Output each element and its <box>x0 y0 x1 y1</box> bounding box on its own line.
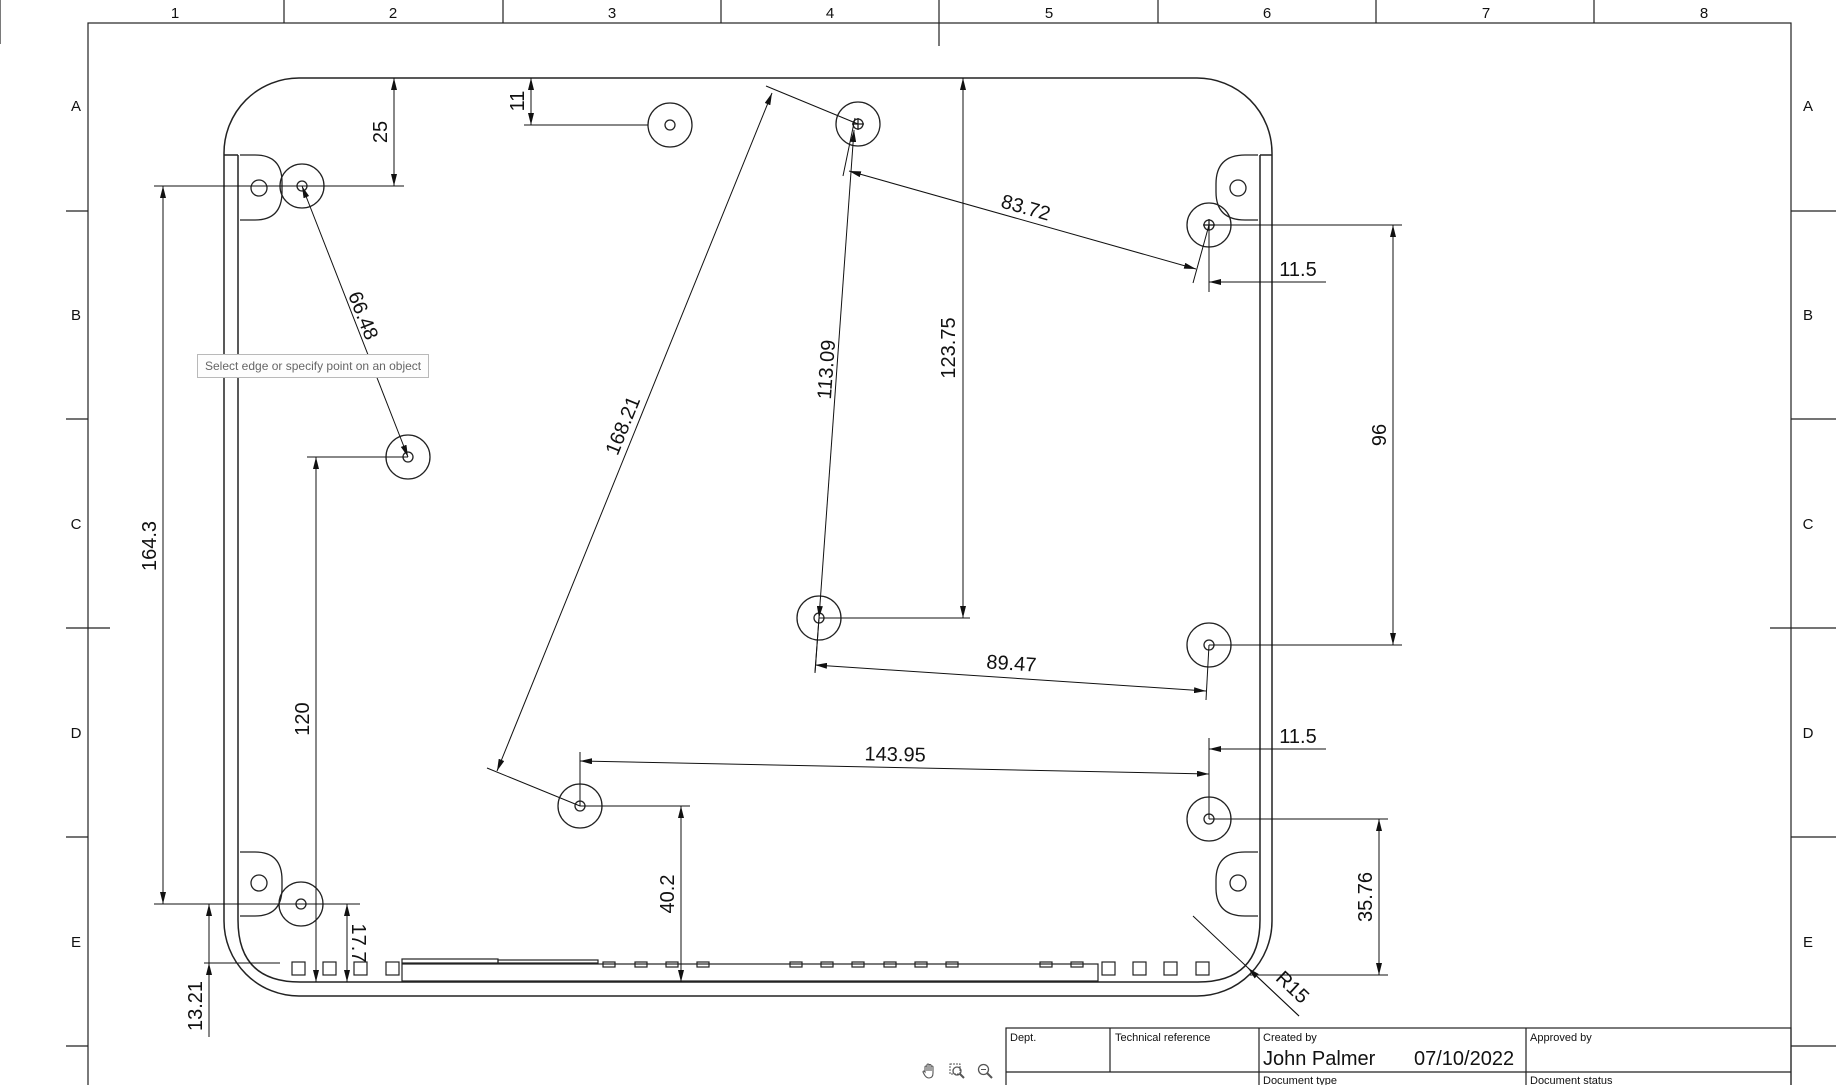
enclosure-outline[interactable] <box>223 77 1273 997</box>
dimension-25: 25 <box>370 121 392 143</box>
dimension-13-21: 13.21 <box>185 981 207 1031</box>
dimension-89-47: 89.47 <box>986 651 1037 676</box>
document-type-label: Document type <box>1263 1075 1337 1085</box>
dimension-35-76: 35.76 <box>1355 872 1377 922</box>
dimension-123-75: 123.75 <box>938 317 960 378</box>
dimension-120: 120 <box>292 702 314 735</box>
row-label: E <box>1803 934 1813 951</box>
row-label: B <box>71 307 81 324</box>
row-label: D <box>1803 725 1814 742</box>
title-block: Dept. Technical reference Created by Joh… <box>1005 1027 1792 1085</box>
connector-cutouts[interactable] <box>291 958 1210 982</box>
row-label: B <box>1803 307 1813 324</box>
dimension-texts: 25 11 66.48 164.3 120 17.7 13.21 168.21 … <box>139 91 1391 1031</box>
column-label: 1 <box>171 5 179 22</box>
column-label: 8 <box>1700 5 1708 22</box>
zoom-window-icon[interactable] <box>946 1060 968 1082</box>
dimension-lines <box>154 78 1402 1037</box>
document-status-label: Document status <box>1530 1075 1613 1085</box>
created-by-value: John Palmer <box>1263 1048 1376 1070</box>
navigation-toolbar <box>918 1059 998 1083</box>
dimension-96: 96 <box>1369 424 1391 446</box>
row-label: D <box>71 725 82 742</box>
row-label: E <box>71 934 81 951</box>
dept-label: Dept. <box>1010 1032 1036 1044</box>
row-label: C <box>71 516 82 533</box>
column-label: 4 <box>826 5 834 22</box>
dimension-168-21: 168.21 <box>602 393 645 458</box>
dimension-r15: R15 <box>1271 967 1313 1008</box>
dimension-164-3: 164.3 <box>139 521 161 571</box>
dimension-113-09: 113.09 <box>814 339 840 400</box>
mounting-holes[interactable] <box>278 101 1232 927</box>
dimension-66-48: 66.48 <box>343 288 382 343</box>
dimension-143-95: 143.95 <box>864 743 926 766</box>
column-label: 7 <box>1482 5 1490 22</box>
corner-bosses[interactable] <box>240 154 1258 917</box>
dimension-40-2: 40.2 <box>657 875 679 914</box>
column-label: 2 <box>389 5 397 22</box>
pan-hand-icon[interactable] <box>918 1060 940 1082</box>
hole <box>835 101 881 147</box>
column-label: 6 <box>1263 5 1271 22</box>
row-label: A <box>71 98 81 115</box>
technical-reference-label: Technical reference <box>1115 1032 1210 1044</box>
created-date: 07/10/2022 <box>1414 1048 1514 1070</box>
dimension-17-7: 17.7 <box>347 924 369 963</box>
approved-by-label: Approved by <box>1530 1032 1592 1044</box>
row-label: C <box>1803 516 1814 533</box>
dimension-11-5-bottom: 11.5 <box>1279 726 1316 748</box>
zoom-icon[interactable] <box>974 1060 996 1082</box>
created-by-label: Created by <box>1263 1032 1317 1044</box>
dimension-11-5-top: 11.5 <box>1279 259 1316 281</box>
column-label: 5 <box>1045 5 1053 22</box>
column-label: 3 <box>608 5 616 22</box>
zone-labels: 1 2 3 4 5 6 7 8 A B C D E A B C D E <box>71 5 1814 951</box>
selection-tooltip: Select edge or specify point on an objec… <box>197 354 430 378</box>
hole <box>647 102 693 148</box>
row-label: A <box>1803 98 1813 115</box>
dimension-11: 11 <box>507 91 529 112</box>
